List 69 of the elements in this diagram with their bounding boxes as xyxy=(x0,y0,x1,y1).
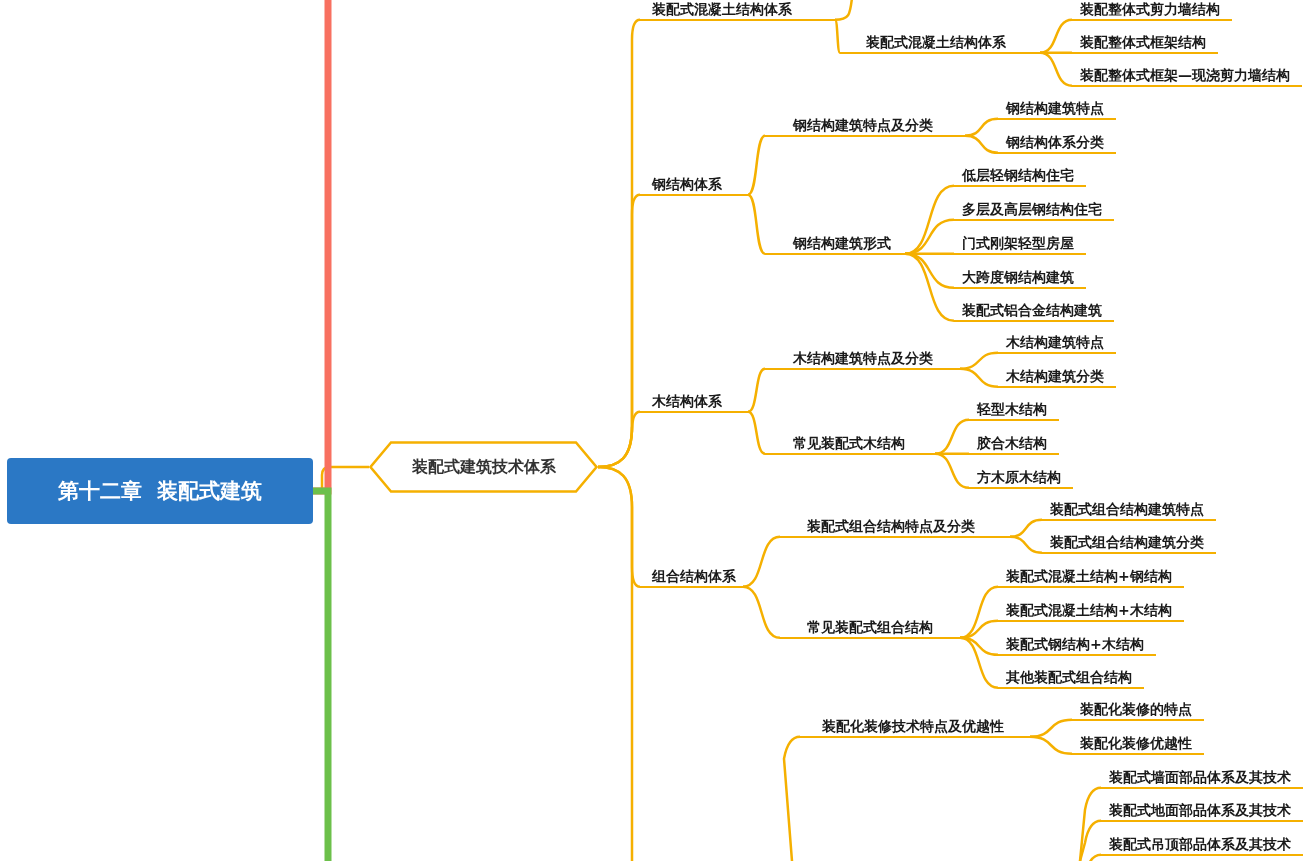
branch-line xyxy=(959,367,999,388)
branch-line xyxy=(959,351,999,370)
branch-line xyxy=(782,735,801,861)
branch-line xyxy=(904,252,955,322)
underlined-topic: 方木原木结构 xyxy=(969,467,1073,489)
underlined-topic: 大跨度钢结构建筑 xyxy=(954,267,1086,289)
underlined-topic: 装配式钢结构+木结构 xyxy=(998,634,1156,656)
branch-line xyxy=(964,134,999,154)
underlined-topic: 装配式墙面部品体系及其技术 xyxy=(1101,767,1303,789)
underlined-topic: 轻型木结构 xyxy=(969,399,1059,421)
underlined-topic: 装配式地面部品体系及其技术 xyxy=(1101,800,1303,822)
underlined-topic: 钢结构建筑特点及分类 xyxy=(765,115,965,137)
branch-line xyxy=(1009,535,1043,554)
underlined-topic: 装配式混凝土结构体系 xyxy=(640,0,835,21)
branch-line xyxy=(904,218,955,255)
branch-line xyxy=(313,487,332,861)
underlined-topic: 其他装配式组合结构 xyxy=(998,667,1144,689)
branch-line xyxy=(1039,51,1073,87)
underlined-topic: 装配式铝合金结构建筑 xyxy=(954,300,1114,322)
underlined-topic: 木结构建筑特点 xyxy=(998,332,1116,354)
underlined-topic: 装配整体式剪力墙结构 xyxy=(1072,0,1232,21)
branch-line xyxy=(1029,735,1073,755)
underlined-topic: 木结构建筑分类 xyxy=(998,366,1116,388)
underlined-topic: 木结构体系 xyxy=(640,391,748,413)
underlined-topic: 装配化装修的特点 xyxy=(1072,699,1204,721)
underlined-topic: 装配式吊顶部品体系及其技术 xyxy=(1101,834,1303,856)
underlined-topic: 钢结构体系分类 xyxy=(998,132,1116,154)
topic-hexagon: 装配式建筑技术体系 xyxy=(369,441,598,493)
branch-line xyxy=(1078,819,1102,861)
branch-line xyxy=(959,619,999,639)
branch-line xyxy=(1039,18,1073,54)
branch-line xyxy=(833,19,842,54)
branch-line xyxy=(747,193,766,255)
branch-line xyxy=(934,452,970,489)
branch-line xyxy=(959,636,999,689)
branch-line xyxy=(597,465,634,861)
underlined-topic: 装配式混凝土结构+木结构 xyxy=(998,600,1184,622)
chapter-title-box: 第十二章 装配式建筑 xyxy=(7,458,313,524)
underlined-topic: 组合结构体系 xyxy=(640,566,743,588)
underlined-topic: 装配式组合结构特点及分类 xyxy=(780,516,1010,538)
underlined-topic: 装配式组合结构建筑特点 xyxy=(1042,499,1216,521)
underlined-topic: 木结构建筑特点及分类 xyxy=(765,348,960,370)
branch-line xyxy=(742,585,781,639)
branch-line xyxy=(747,134,766,196)
underlined-topic: 装配式组合结构建筑分类 xyxy=(1042,532,1216,554)
branch-line xyxy=(747,367,766,413)
branch-line xyxy=(742,535,781,588)
underlined-topic: 装配式混凝土结构体系 xyxy=(840,32,1040,54)
branch-line xyxy=(964,117,999,137)
underlined-topic: 钢结构建筑特点 xyxy=(998,98,1116,120)
branch-line xyxy=(1078,786,1102,861)
branch-line xyxy=(747,410,766,455)
underlined-topic: 装配化装修技术特点及优越性 xyxy=(800,716,1030,738)
underlined-topic: 钢结构体系 xyxy=(640,174,748,196)
branch-line xyxy=(934,418,970,455)
branch-line xyxy=(1009,518,1043,538)
underlined-topic: 胶合木结构 xyxy=(969,433,1059,455)
underlined-topic: 装配式混凝土结构+钢结构 xyxy=(998,566,1184,588)
underlined-topic: 多层及高层钢结构住宅 xyxy=(954,199,1114,221)
underlined-topic: 常见装配式木结构 xyxy=(765,433,935,455)
underlined-topic: 装配化装修优越性 xyxy=(1072,733,1204,755)
branch-line xyxy=(834,0,854,21)
underlined-topic: 装配整体式框架—现浇剪力墙结构 xyxy=(1072,65,1302,87)
underlined-topic: 装配整体式框架结构 xyxy=(1072,32,1218,54)
underlined-topic: 常见装配式组合结构 xyxy=(780,617,960,639)
branch-line xyxy=(1029,718,1073,738)
underlined-topic: 低层轻钢结构住宅 xyxy=(954,165,1086,187)
underlined-topic: 门式刚架轻型房屋 xyxy=(954,233,1086,255)
underlined-topic: 钢结构建筑形式 xyxy=(765,233,905,255)
